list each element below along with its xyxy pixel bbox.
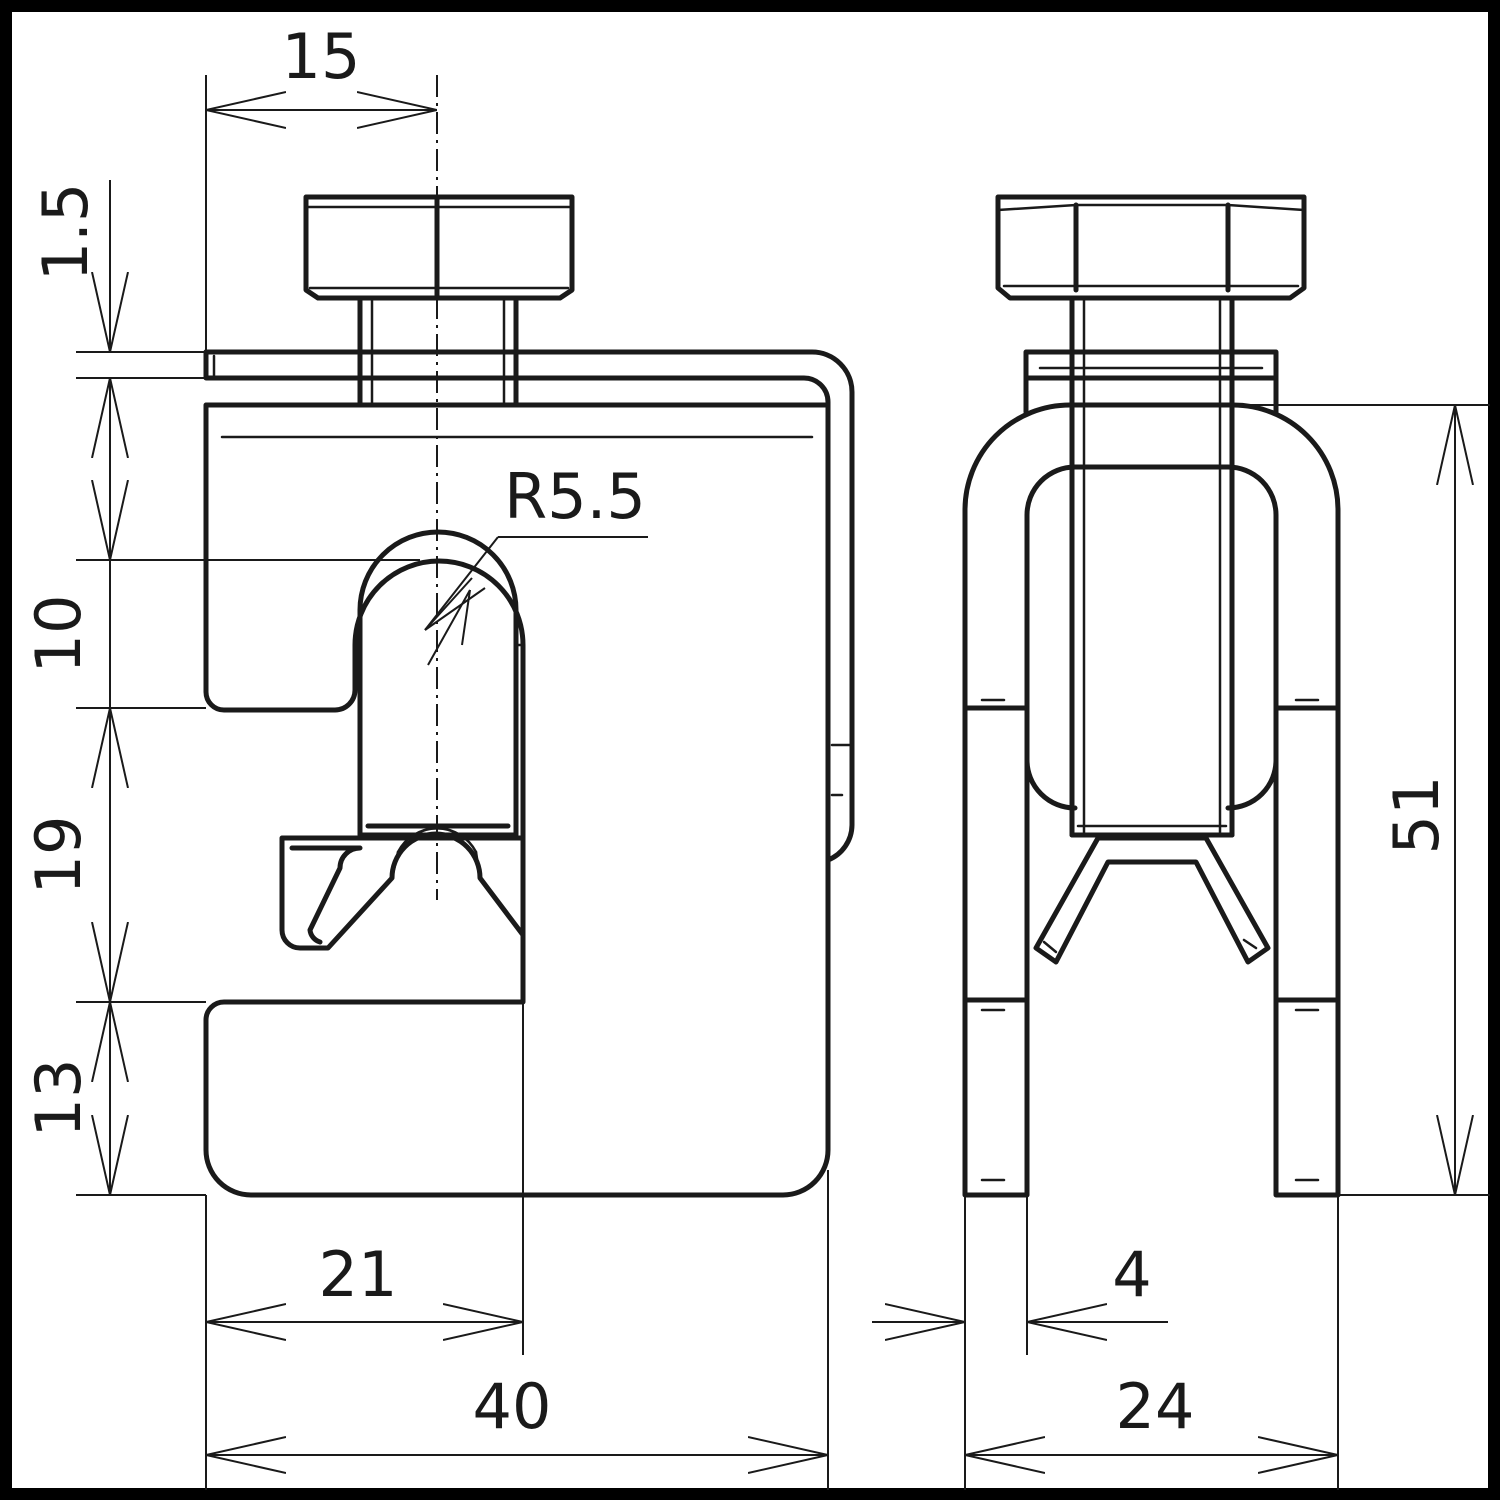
dim-total-width: 40: [473, 1370, 552, 1443]
dim-lower-height: 13: [22, 1059, 95, 1138]
front-view: [203, 75, 855, 1198]
side-washer: [1023, 349, 1279, 415]
dim-top-width: 15: [282, 20, 361, 93]
dim-side-height: 51: [1380, 776, 1453, 855]
side-view: [962, 194, 1341, 1198]
dim-washer-thickness: 1.5: [29, 183, 102, 282]
front-bolt-head: [303, 194, 575, 301]
dim-slot-radius: R5.5: [504, 460, 646, 533]
front-dimensions: 15 1.5 10 19 13 R5.5 21 40: [22, 20, 829, 1490]
dim-middle-height: 19: [22, 816, 95, 895]
dim-leg-thickness: 4: [1112, 1238, 1151, 1311]
dim-slot-width: 21: [319, 1238, 398, 1311]
side-clamp-body: [962, 402, 1341, 1198]
side-saddle: [1033, 835, 1271, 965]
front-saddle: [279, 827, 526, 951]
front-bolt-tip: [357, 529, 519, 838]
side-dimensions: 51 4 24: [872, 404, 1490, 1490]
dim-upper-height: 10: [22, 595, 95, 674]
front-top-plate: [203, 349, 855, 863]
front-clamp-body: [203, 402, 831, 1198]
side-bolt-head: [995, 194, 1307, 301]
dim-side-width: 24: [1116, 1370, 1195, 1443]
side-bolt-shank: [1069, 295, 1235, 838]
